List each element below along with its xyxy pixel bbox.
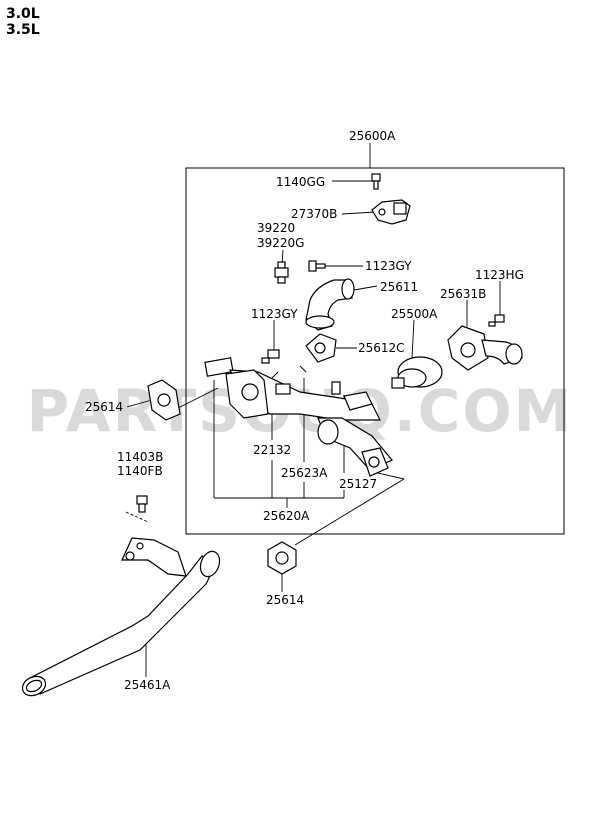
bolt-1123gy-lower (261, 349, 280, 364)
label-39220: 39220 (257, 221, 295, 235)
water-pipe-25620a (204, 357, 393, 477)
sensor-39220 (274, 261, 289, 284)
label-25631b: 25631B (440, 287, 486, 301)
label-1123hg: 1123HG (475, 268, 524, 282)
label-25127: 25127 (339, 477, 377, 491)
label-1140fb: 1140FB (117, 464, 163, 478)
engine-label-3-0l: 3.0L (6, 6, 40, 22)
engine-label-3-5l: 3.5L (6, 22, 40, 38)
gasket-25614-left (147, 379, 181, 421)
label-25614-left: 25614 (85, 400, 123, 414)
label-1123gy-lower: 1123GY (251, 307, 298, 321)
label-25611: 25611 (380, 280, 418, 294)
sensor-27370b (371, 199, 411, 225)
gasket-25612c (305, 333, 337, 363)
label-25500a: 25500A (391, 307, 438, 321)
label-11403b: 11403B (117, 450, 163, 464)
label-25614-bottom: 25614 (266, 593, 304, 607)
bolt-1123hg (488, 314, 505, 327)
label-1140gg: 1140GG (276, 175, 325, 189)
label-25620a: 25620A (263, 509, 310, 523)
label-25612c: 25612C (358, 341, 405, 355)
label-25600a: 25600A (349, 129, 396, 143)
label-22132: 22132 (253, 443, 291, 457)
pipe-25461a (21, 537, 221, 697)
label-27370b: 27370B (291, 207, 337, 221)
thermostat-25500a (391, 356, 443, 389)
outlet-25631b (447, 325, 523, 371)
bolt-11403b-dash (125, 511, 149, 523)
bolt-11403b (136, 495, 148, 513)
bolt-1140gg (371, 173, 381, 190)
label-25461a: 25461A (124, 678, 171, 692)
gasket-25614-bottom (267, 541, 297, 575)
assembly-frame (185, 167, 565, 535)
label-25623a: 25623A (281, 466, 328, 480)
label-39220g: 39220G (257, 236, 304, 250)
bolt-1123gy-upper (308, 260, 326, 272)
elbow-25611 (305, 278, 355, 331)
label-1123gy-upper: 1123GY (365, 259, 412, 273)
